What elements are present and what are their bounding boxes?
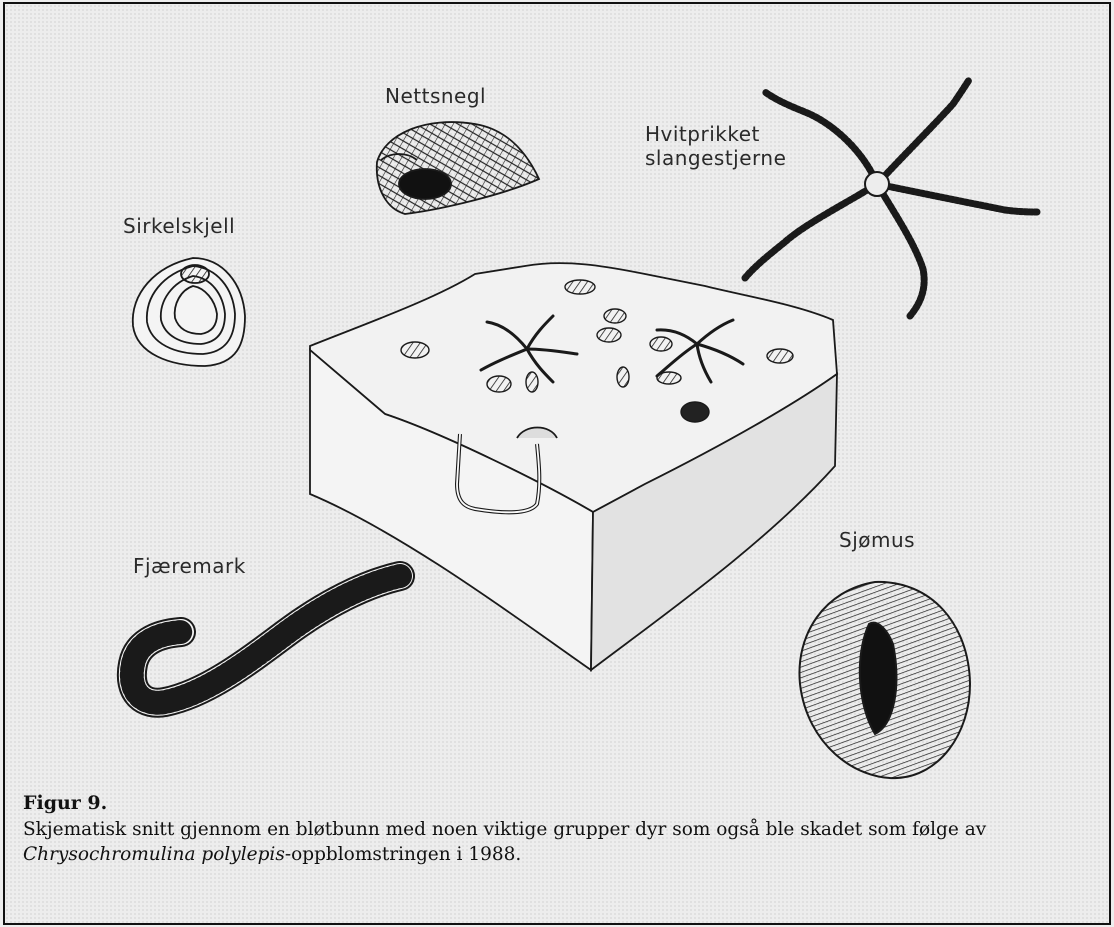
caption-text-after: -oppblomstringen i 1988. (285, 844, 521, 865)
label-slangestjerne: Hvitprikket slangestjerne (645, 122, 845, 170)
figure-caption-text: Skjematisk snitt gjennom en bløtbunn med… (23, 817, 1083, 867)
sediment-block (310, 263, 837, 670)
label-fjaeremark: Fjæremark (133, 554, 246, 578)
sjomus-drawing (799, 582, 970, 778)
sirkelskjell-drawing (133, 258, 245, 366)
fjaeremark-drawing (132, 576, 400, 703)
label-sirkelskjell: Sirkelskjell (123, 214, 235, 238)
figure-caption-title: Figur 9. (23, 792, 107, 814)
label-nettsnegl: Nettsnegl (385, 84, 486, 108)
slangestjerne-drawing (745, 80, 1037, 316)
caption-species: Chrysochromulina polylepis (23, 844, 285, 865)
illustration (5, 4, 1109, 923)
slangestjerne-disc (865, 172, 889, 196)
figure-frame: Nettsnegl Hvitprikket slangestjerne Sirk… (3, 2, 1111, 925)
caption-text-before: Skjematisk snitt gjennom en bløtbunn med… (23, 819, 986, 840)
nettsnegl-drawing (377, 122, 539, 214)
label-sjomus: Sjømus (839, 528, 915, 552)
